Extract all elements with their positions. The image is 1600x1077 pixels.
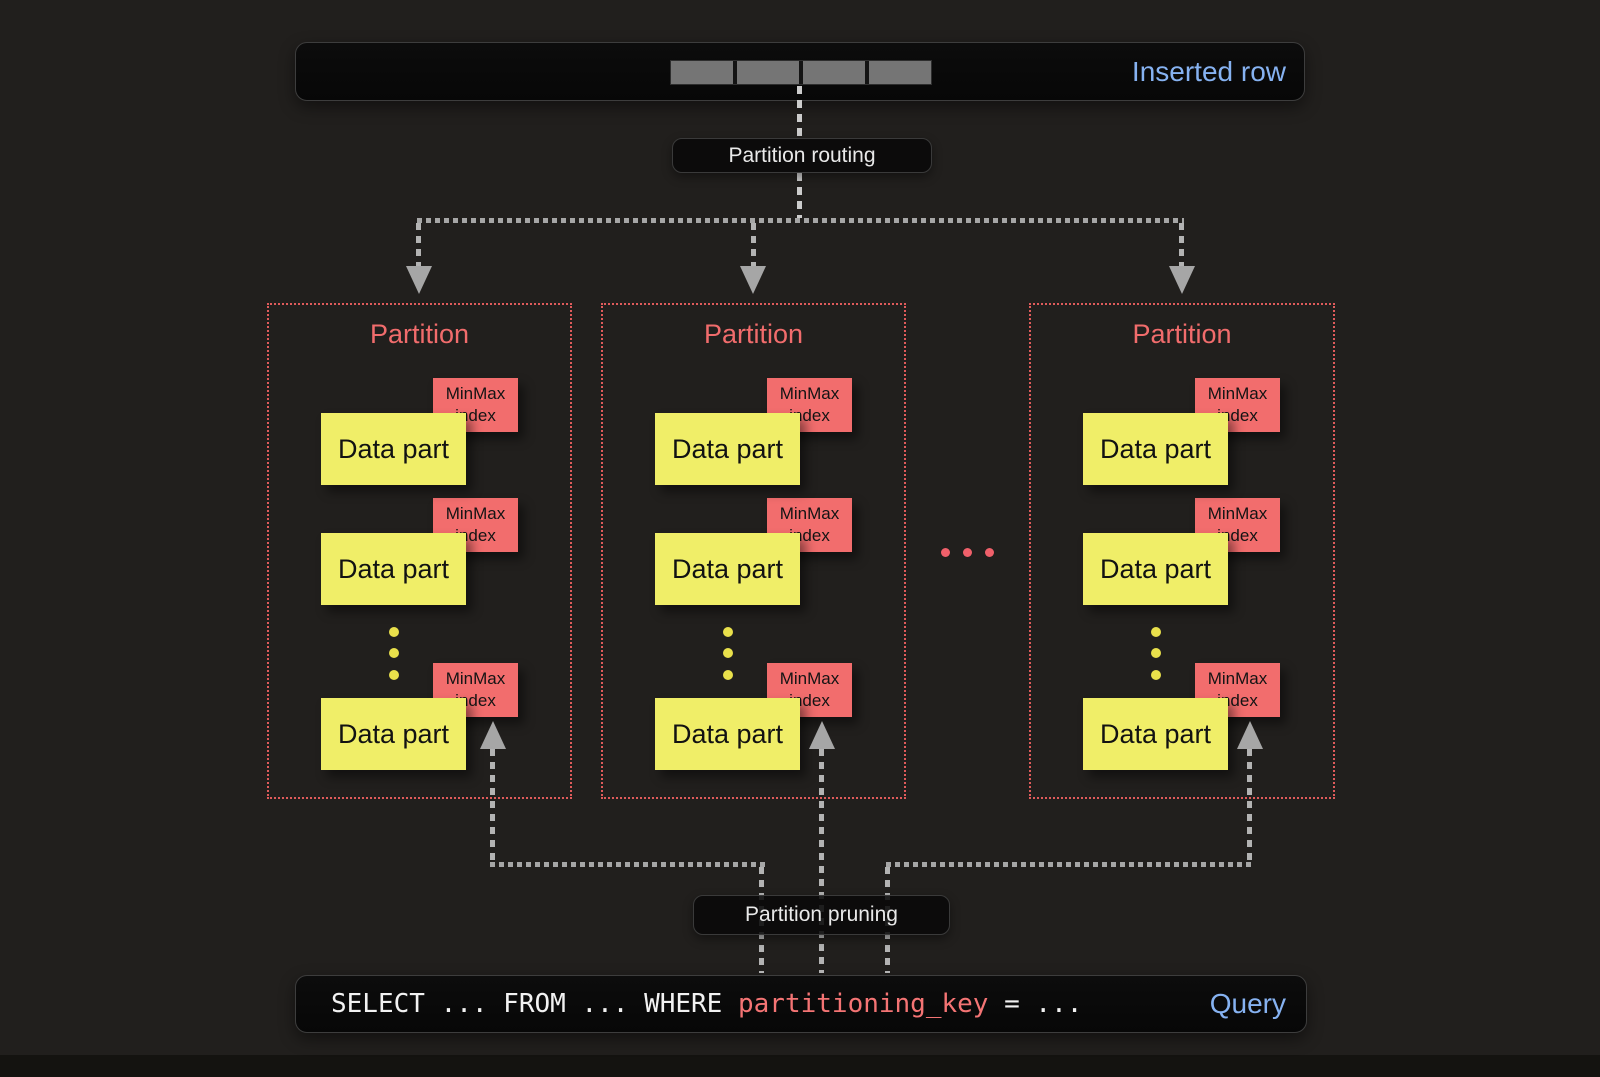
- row-segment: [803, 61, 865, 84]
- partition-pruning-label: Partition pruning: [745, 903, 898, 926]
- routing-feed-line-bottom: [797, 173, 802, 218]
- query-bar: SELECT ... FROM ... WHERE partitioning_k…: [295, 975, 1307, 1033]
- row-segment: [671, 61, 733, 84]
- partition-title: Partition: [369, 319, 470, 349]
- minmax-index-tag: MinMax index: [433, 663, 518, 717]
- data-part-note: Data part: [1083, 533, 1228, 605]
- arrow-down-icon: [740, 266, 766, 294]
- arrow-down-icon: [1169, 266, 1195, 294]
- more-parts-dot: [723, 670, 733, 680]
- arrow-up-icon: [480, 721, 506, 749]
- minmax-line1: MinMax: [1207, 668, 1268, 688]
- minmax-line1: MinMax: [1207, 503, 1268, 523]
- partition-title: Partition: [1132, 319, 1232, 349]
- arrow-up-icon: [809, 721, 835, 749]
- data-part-note: Data part: [655, 413, 800, 485]
- minmax-line1: MinMax: [779, 503, 840, 523]
- data-part-note: Data part: [1083, 698, 1228, 770]
- sql-prefix: SELECT ... FROM ... WHERE: [331, 989, 738, 1019]
- more-partitions-dot: [941, 548, 950, 557]
- pruning-line-right-up: [1247, 749, 1252, 862]
- more-parts-dot: [389, 670, 399, 680]
- partition-routing-label: Partition routing: [728, 143, 876, 167]
- more-partitions-dot: [963, 548, 972, 557]
- data-part-note: Data part: [321, 698, 466, 770]
- data-part-note: Data part: [1083, 413, 1228, 485]
- sql-partitioning-key: partitioning_key: [738, 989, 989, 1019]
- pruning-line-left-up: [490, 749, 495, 862]
- pruning-rail-right: [886, 862, 1253, 867]
- branch-line-center: [751, 223, 756, 266]
- sql-suffix: = ...: [988, 989, 1083, 1019]
- query-label: Query: [1209, 988, 1286, 1019]
- row-segments: [670, 60, 932, 85]
- partition-box: Partition MinMax index Data part MinMax …: [1029, 303, 1335, 799]
- more-parts-dot: [723, 648, 733, 658]
- data-part-note: Data part: [655, 698, 800, 770]
- pruning-rail-left: [490, 862, 765, 867]
- data-part-note: Data part: [655, 533, 800, 605]
- partition-pruning-pill: Partition pruning: [693, 895, 950, 935]
- data-part-note: Data part: [321, 533, 466, 605]
- minmax-index-tag: MinMax index: [433, 378, 518, 432]
- more-parts-dot: [1151, 648, 1161, 658]
- partition-box: Partition MinMax index Data part MinMax …: [601, 303, 906, 799]
- minmax-line1: MinMax: [1207, 383, 1268, 403]
- arrow-up-icon: [1237, 721, 1263, 749]
- pruning-line-center: [819, 749, 824, 973]
- minmax-line1: MinMax: [445, 383, 506, 403]
- more-parts-dot: [723, 627, 733, 637]
- row-segment: [869, 61, 931, 84]
- inserted-row-label: Inserted row: [1131, 55, 1286, 87]
- more-parts-dot: [1151, 627, 1161, 637]
- minmax-line1: MinMax: [779, 668, 840, 688]
- branch-line-left: [416, 223, 421, 266]
- sql-text: SELECT ... FROM ... WHERE partitioning_k…: [331, 989, 1082, 1019]
- partition-title: Partition: [703, 319, 804, 349]
- arrow-down-icon: [406, 266, 432, 294]
- inserted-row-bar: Inserted row: [295, 42, 1305, 101]
- partition-routing-pill: Partition routing: [672, 138, 932, 173]
- more-parts-dot: [389, 648, 399, 658]
- row-segment: [737, 61, 799, 84]
- branch-line-right: [1179, 223, 1184, 266]
- bottom-band: [0, 1055, 1600, 1077]
- data-part-note: Data part: [321, 413, 466, 485]
- minmax-index-tag: MinMax index: [1195, 378, 1280, 432]
- minmax-line1: MinMax: [445, 503, 506, 523]
- more-partitions-dot: [985, 548, 994, 557]
- minmax-index-tag: MinMax index: [767, 663, 852, 717]
- minmax-line1: MinMax: [445, 668, 506, 688]
- routing-feed-line-top: [797, 86, 802, 138]
- partition-box: Partition MinMax index Data part MinMax …: [267, 303, 572, 799]
- minmax-line1: MinMax: [779, 383, 840, 403]
- distribution-rail: [417, 218, 1184, 223]
- more-parts-dot: [389, 627, 399, 637]
- more-parts-dot: [1151, 670, 1161, 680]
